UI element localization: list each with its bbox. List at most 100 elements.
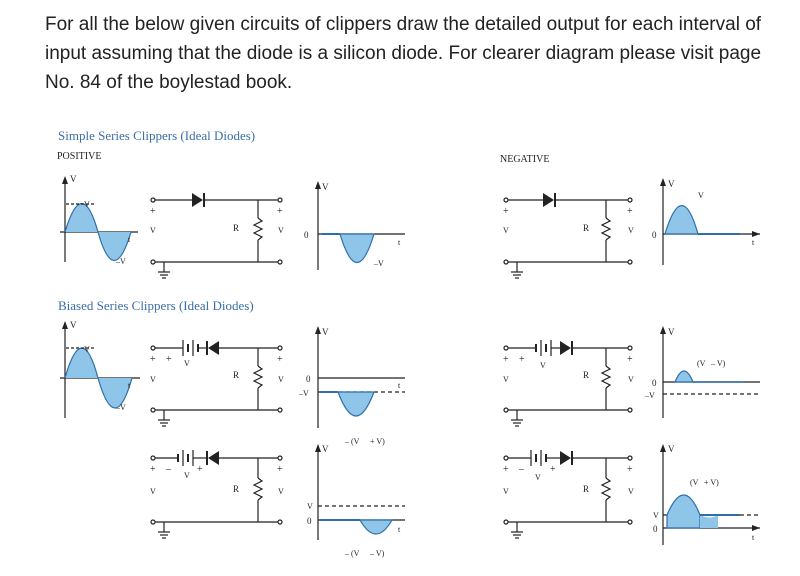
biased-negative-output-1: V 0 –V (V – V): [644, 326, 760, 418]
vi-label: V: [150, 226, 156, 235]
battery-plus: +: [197, 464, 203, 475]
vo-axis-label: V: [668, 444, 675, 454]
vm-plus-v-tail: + V): [704, 478, 719, 487]
neg-v-label: –V: [298, 389, 309, 398]
t-label: t: [128, 235, 131, 244]
simple-positive-output-graph: V 0 –V t: [304, 181, 405, 270]
t-label: t: [398, 381, 401, 390]
vi-label: V: [150, 375, 156, 384]
t-label: t: [752, 533, 755, 542]
vi-label: V: [503, 375, 509, 384]
t-label: t: [752, 238, 755, 247]
resistor-icon: [252, 477, 264, 501]
biased-negative-circuit-2: + – + V V R + V: [503, 450, 634, 539]
vm-minus-v-label: (V: [697, 359, 706, 368]
vo-label: V: [628, 226, 634, 235]
battery-plus: +: [519, 354, 525, 365]
vo-plus: +: [627, 464, 633, 475]
resistor-icon: [600, 477, 612, 501]
neg-vm-label: –V: [115, 403, 126, 412]
biased-positive-output-2: V V 0 t – (V – V): [307, 444, 405, 558]
vo-axis-label: V: [668, 327, 675, 337]
vi-axis-label: V: [70, 174, 77, 184]
diode-icon: [560, 341, 571, 355]
simple-negative-circuit: + V R + V: [503, 193, 634, 279]
battery-plus: +: [550, 464, 556, 475]
vm-minus-v-tail: – V): [710, 359, 726, 368]
caption-biased-series: Biased Series Clippers (Ideal Diodes): [58, 298, 254, 313]
zero-label: 0: [652, 230, 657, 240]
resistor-icon: [252, 217, 264, 241]
r-label: R: [233, 484, 239, 494]
vm-plus-v-label: (V: [690, 478, 699, 487]
neg-vm-label: –V: [115, 257, 126, 266]
neg-v-label: –V: [644, 391, 655, 400]
zero-label: 0: [306, 374, 311, 384]
biased-negative-circuit-1: + + V V R + V: [503, 340, 634, 427]
v-label: V: [653, 511, 659, 520]
biased-input-graph: V V –V t: [60, 320, 140, 418]
battery-v-label: V: [535, 473, 541, 482]
r-label: R: [233, 223, 239, 233]
battery-v-label: V: [184, 471, 190, 480]
minus-vm-plus-v-label: – (V: [344, 437, 360, 446]
diode-icon: [208, 451, 219, 465]
vi-plus: +: [150, 354, 156, 365]
r-label: R: [583, 223, 589, 233]
minus-vm-minus-v-tail: – V): [369, 549, 385, 558]
vo-label: V: [628, 375, 634, 384]
zero-label: 0: [653, 524, 658, 534]
r-label: R: [233, 370, 239, 380]
simple-positive-circuit: + V R + V: [150, 193, 284, 279]
t-label: t: [398, 525, 401, 534]
resistor-icon: [600, 365, 612, 389]
vi-label: V: [150, 487, 156, 496]
vo-label: V: [278, 487, 284, 496]
label-positive: POSITIVE: [57, 151, 102, 162]
vo-label: V: [278, 226, 284, 235]
battery-minus: –: [165, 464, 172, 475]
vi-plus: +: [503, 206, 509, 217]
zero-label: 0: [652, 378, 657, 388]
biased-positive-circuit-2: + – + V V R + V: [150, 450, 284, 539]
neg-vm-label: –V: [373, 259, 384, 268]
t-label: t: [128, 381, 131, 390]
minus-vm-plus-v-tail: + V): [370, 437, 385, 446]
vi-label: V: [503, 226, 509, 235]
vo-plus: +: [277, 206, 283, 217]
vo-plus: +: [277, 354, 283, 365]
t-label: t: [398, 238, 401, 247]
diode-icon: [560, 451, 571, 465]
label-negative: NEGATIVE: [500, 154, 550, 165]
vo-axis-label: V: [668, 179, 675, 189]
vo-axis-label: V: [322, 444, 329, 454]
r-label: R: [583, 370, 589, 380]
vo-label: V: [278, 375, 284, 384]
vo-plus: +: [627, 354, 633, 365]
diode-icon: [208, 341, 219, 355]
diode-icon: [543, 193, 554, 207]
vm-label: V: [84, 200, 90, 209]
simple-negative-output-graph: V V 0 t: [652, 178, 760, 265]
diode-icon: [192, 193, 203, 207]
resistor-icon: [600, 217, 612, 241]
r-label: R: [583, 484, 589, 494]
battery-v-label: V: [540, 361, 546, 370]
vi-label: V: [503, 487, 509, 496]
vi-plus: +: [150, 464, 156, 475]
vm-label: V: [84, 345, 90, 354]
simple-positive-input-graph: V V –V t: [60, 174, 138, 266]
vo-axis-label: V: [322, 182, 329, 192]
minus-vm-minus-v-label: – (V: [344, 549, 360, 558]
vi-plus: +: [150, 206, 156, 217]
question-text: For all the below given circuits of clip…: [45, 14, 762, 93]
vo-plus: +: [277, 464, 283, 475]
vo-plus: +: [627, 206, 633, 217]
vm-label: V: [698, 191, 704, 200]
battery-minus: –: [518, 464, 525, 475]
vi-plus: +: [503, 354, 509, 365]
vo-label: V: [628, 487, 634, 496]
biased-negative-output-2: V V 0 t (V + V): [653, 444, 760, 545]
biased-positive-output-1: V 0 –V t – (V + V): [298, 326, 405, 446]
